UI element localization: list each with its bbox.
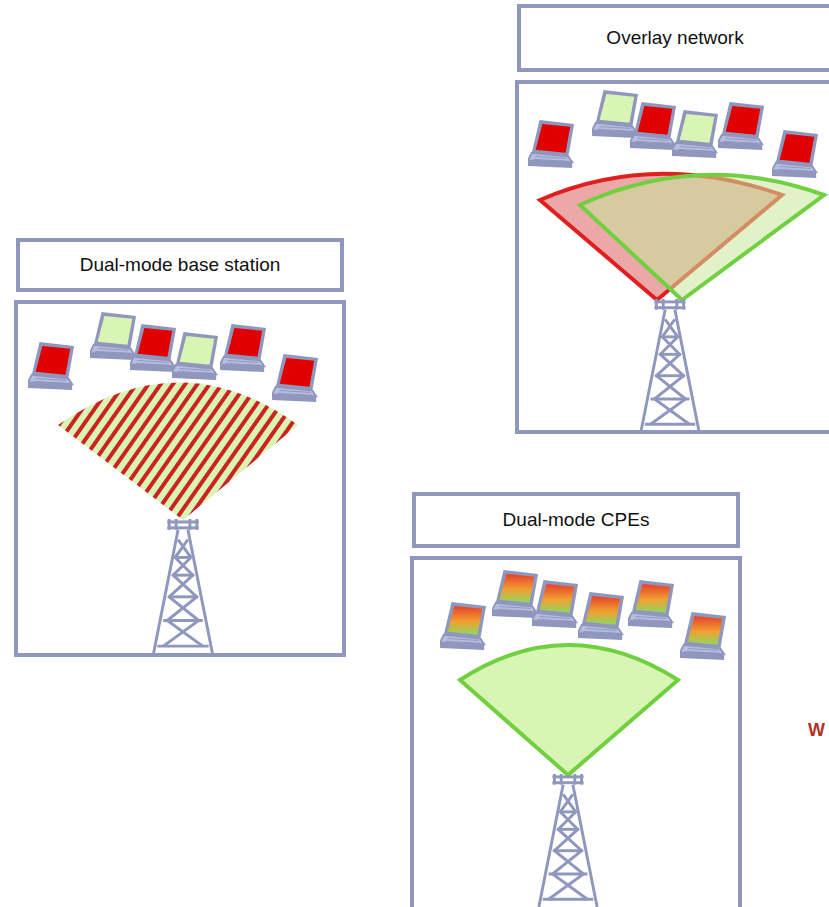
panel-heading: Overlay network bbox=[517, 4, 829, 72]
heading-text: Overlay network bbox=[606, 27, 743, 49]
heading-text: Dual-mode base station bbox=[80, 254, 281, 276]
cut-off-text: W bbox=[808, 720, 825, 741]
panel-heading: Dual-mode CPEs bbox=[412, 492, 740, 548]
heading-text: Dual-mode CPEs bbox=[503, 509, 650, 531]
panel-heading: Dual-mode base station bbox=[16, 238, 344, 292]
